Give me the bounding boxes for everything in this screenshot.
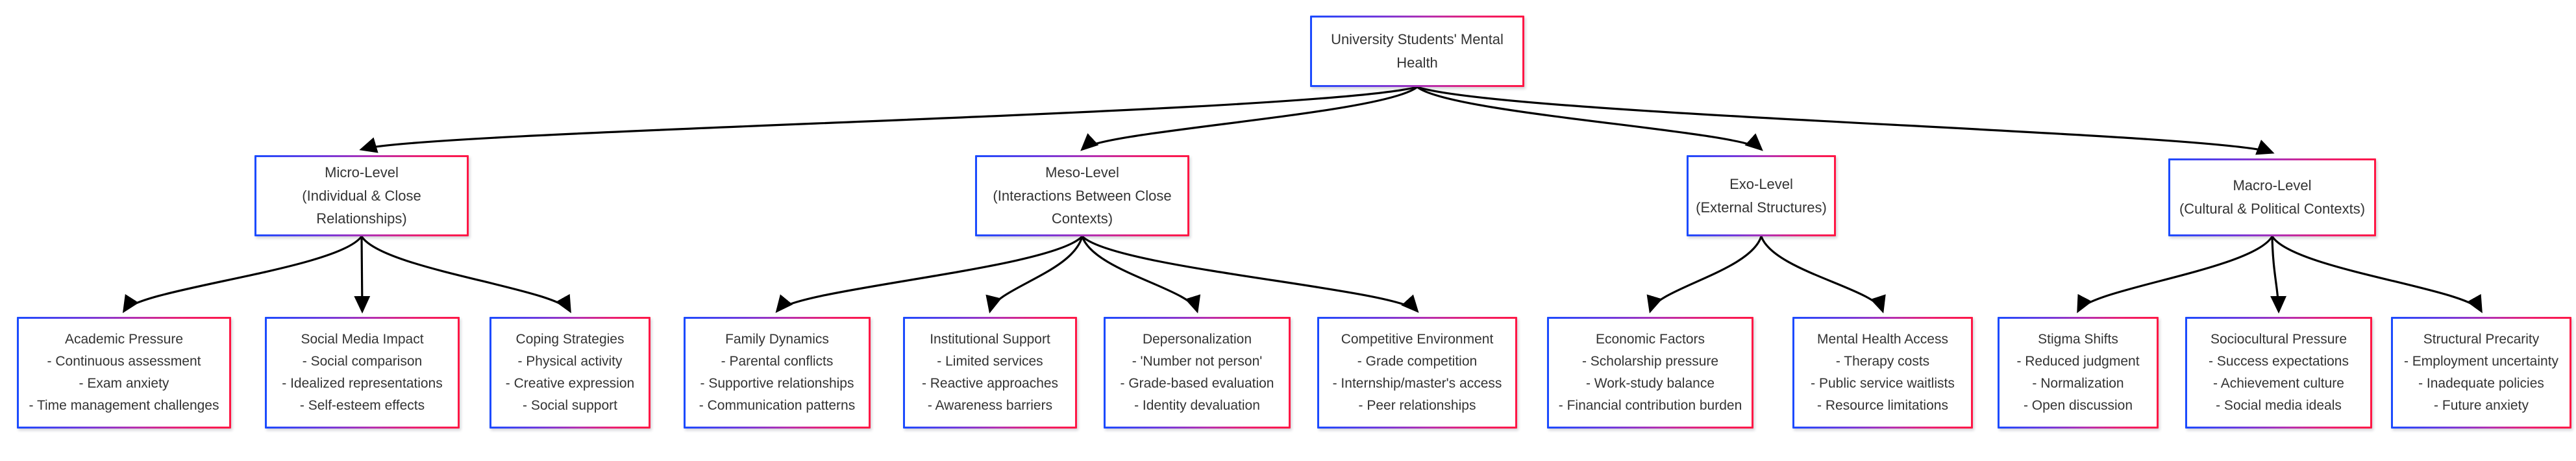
node-title: Coping Strategies <box>515 331 625 347</box>
node-item: - 'Number not person' <box>1132 354 1263 369</box>
node-level-exo[interactable]: Exo-Level (External Structures) <box>1687 155 1836 236</box>
node-item: - Self-esteem effects <box>299 398 425 414</box>
node-item: - Social comparison <box>302 354 423 369</box>
edge-macro-to-stigma-shifts <box>2077 236 2273 314</box>
node-leaf-mental-health-access[interactable]: Mental Health Access - Therapy costs - Pub… <box>1792 317 1973 429</box>
node-item: - Achievement culture <box>2213 376 2344 392</box>
node-leaf-depersonalization[interactable]: Depersonalization - 'Number not person' - … <box>1104 317 1291 429</box>
edge-macro-to-structural-precarity <box>2271 236 2483 314</box>
node-item: - Open discussion <box>2023 398 2133 414</box>
edge-root-to-meso <box>1080 86 1418 151</box>
node-item: - Grade competition <box>1357 354 1478 369</box>
node-item: - Work-study balance <box>1585 376 1715 392</box>
node-leaf-competitive-environment[interactable]: Competitive Environment - Grade competiti… <box>1317 317 1517 429</box>
node-leaf-stigma-shifts[interactable]: Stigma Shifts - Reduced judgment - Normali… <box>1998 317 2159 429</box>
node-item: - Identity devaluation <box>1134 398 1260 414</box>
node-line: Health <box>1396 55 1438 71</box>
node-title: Stigma Shifts <box>2038 331 2118 347</box>
node-item: - Grade-based evaluation <box>1120 376 1274 392</box>
node-item: - Parental conflicts <box>721 354 834 369</box>
node-level-macro[interactable]: Macro-Level (Cultural & Political Context… <box>2168 158 2376 236</box>
node-title: Institutional Support <box>930 331 1050 347</box>
node-item: - Creative expression <box>505 376 635 392</box>
node-item: - Reactive approaches <box>921 376 1059 392</box>
node-leaf-social-media-impact[interactable]: Social Media Impact - Social comparison - … <box>265 317 460 429</box>
node-title: Economic Factors <box>1595 331 1705 347</box>
node-item: - Financial contribution burden <box>1558 398 1742 414</box>
node-item: - Social media ideals <box>2216 398 2342 414</box>
node-item: - Physical activity <box>517 354 623 369</box>
edge-meso-to-family-dynamics <box>775 235 1084 313</box>
node-line: Micro-Level <box>325 164 399 181</box>
edges-group <box>122 86 2483 314</box>
node-item: - Continuous assessment <box>47 354 201 369</box>
node-title: Academic Pressure <box>64 331 184 347</box>
edge-micro-to-academic-pressure <box>122 236 363 314</box>
edge-meso-to-competitive-environment <box>1081 235 1419 313</box>
edge-micro-to-coping-strategies <box>360 236 571 314</box>
node-item: - Time management challenges <box>29 398 219 414</box>
node-line: University Students' Mental <box>1331 31 1504 48</box>
node-line: Exo-Level <box>1729 175 1793 192</box>
node-item: - Reduced judgment <box>2016 354 2140 369</box>
node-item: - Communication patterns <box>699 398 856 414</box>
edge-exo-to-mental-health-access <box>1760 236 1886 314</box>
node-line: (Interactions Between Close <box>993 187 1172 204</box>
node-item: - Idealized representations <box>282 376 443 392</box>
node-title: Mental Health Access <box>1817 331 1948 347</box>
node-item: - Peer relationships <box>1358 398 1476 414</box>
node-leaf-economic-factors[interactable]: Economic Factors - Scholarship pressure - … <box>1547 317 1753 429</box>
node-item: - Therapy costs <box>1835 354 1930 369</box>
edge-meso-to-institutional-support <box>985 236 1084 314</box>
node-title: Competitive Environment <box>1341 331 1494 347</box>
edge-root-to-micro <box>359 86 1418 153</box>
node-item: - Exam anxiety <box>79 376 169 392</box>
node-item: - Awareness barriers <box>927 398 1053 414</box>
node-leaf-institutional-support[interactable]: Institutional Support - Limited services -… <box>903 317 1077 429</box>
node-item: - Future anxiety <box>2434 398 2529 414</box>
node-line: Contexts) <box>1051 210 1113 227</box>
node-line: Macro-Level <box>2233 177 2312 194</box>
node-item: - Supportive relationships <box>700 376 854 392</box>
edge-meso-to-depersonalization <box>1081 236 1201 314</box>
node-item: - Public service waitlists <box>1811 376 1955 392</box>
node-leaf-family-dynamics[interactable]: Family Dynamics - Parental conflicts - Sup… <box>684 317 871 429</box>
node-item: - Internship/master's access <box>1332 376 1502 392</box>
node-item: - Employment uncertainty <box>2403 354 2559 369</box>
node-title: Family Dynamics <box>725 331 829 347</box>
node-item: - Social support <box>523 398 617 414</box>
node-leaf-coping-strategies[interactable]: Coping Strategies - Physical activity - Cr… <box>489 317 650 429</box>
edge-macro-to-sociocultural-pressure <box>2270 236 2287 314</box>
node-title: Structural Precarity <box>2423 331 2540 347</box>
node-item: - Resource limitations <box>1817 398 1948 414</box>
node-item: - Scholarship pressure <box>1581 354 1719 369</box>
node-item: - Limited services <box>937 354 1043 369</box>
node-line: Relationships) <box>316 210 407 227</box>
node-line: Meso-Level <box>1045 164 1119 181</box>
node-title: Sociocultural Pressure <box>2210 331 2347 347</box>
node-item: - Success expectations <box>2209 354 2349 369</box>
node-leaf-structural-precarity[interactable]: Structural Precarity - Employment uncerta… <box>2391 317 2571 429</box>
edge-root-to-exo <box>1417 86 1763 151</box>
node-line: (External Structures) <box>1696 199 1827 216</box>
node-title: Social Media Impact <box>301 331 424 347</box>
edge-exo-to-economic-factors <box>1646 236 1763 314</box>
node-item: - Normalization <box>2032 376 2124 392</box>
edge-root-to-macro <box>1417 86 2275 155</box>
node-line: (Individual & Close <box>302 187 421 204</box>
node-leaf-academic-pressure[interactable]: Academic Pressure - Continuous assessment… <box>17 317 231 429</box>
node-line: (Cultural & Political Contexts) <box>2179 201 2366 217</box>
node-title: Depersonalization <box>1142 331 1252 347</box>
node-leaf-sociocultural-pressure[interactable]: Sociocultural Pressure - Success expectat… <box>2185 317 2372 429</box>
node-item: - Inadequate policies <box>2418 376 2544 392</box>
